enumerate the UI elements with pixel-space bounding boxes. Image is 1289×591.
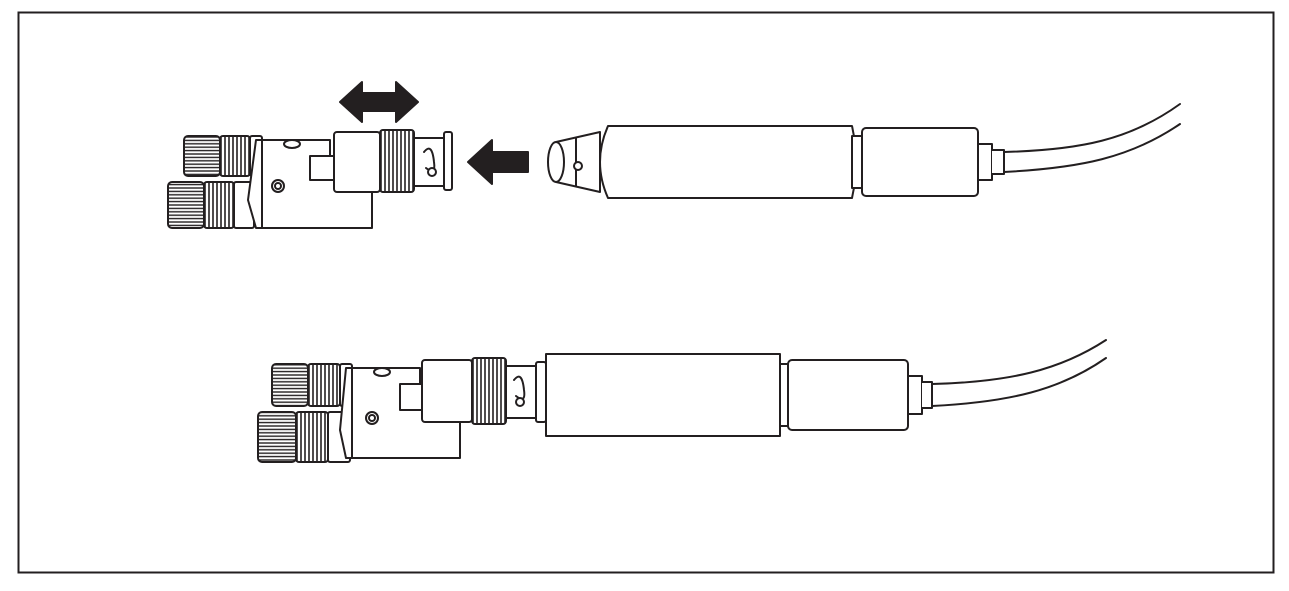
probe-top bbox=[547, 103, 1181, 199]
binding-post-lower-bottom bbox=[257, 411, 351, 463]
double-headed-arrow-icon bbox=[339, 81, 419, 123]
left-arrow-icon bbox=[467, 139, 529, 185]
diagram-frame bbox=[17, 11, 1275, 574]
binding-post-upper-bottom bbox=[271, 363, 353, 407]
binding-post-upper-top bbox=[183, 135, 263, 177]
probe-bottom bbox=[545, 339, 1107, 437]
bnc-adapter-bottom bbox=[257, 357, 547, 463]
binding-post-lower-top bbox=[167, 181, 255, 229]
bnc-adapter-top bbox=[167, 129, 453, 229]
